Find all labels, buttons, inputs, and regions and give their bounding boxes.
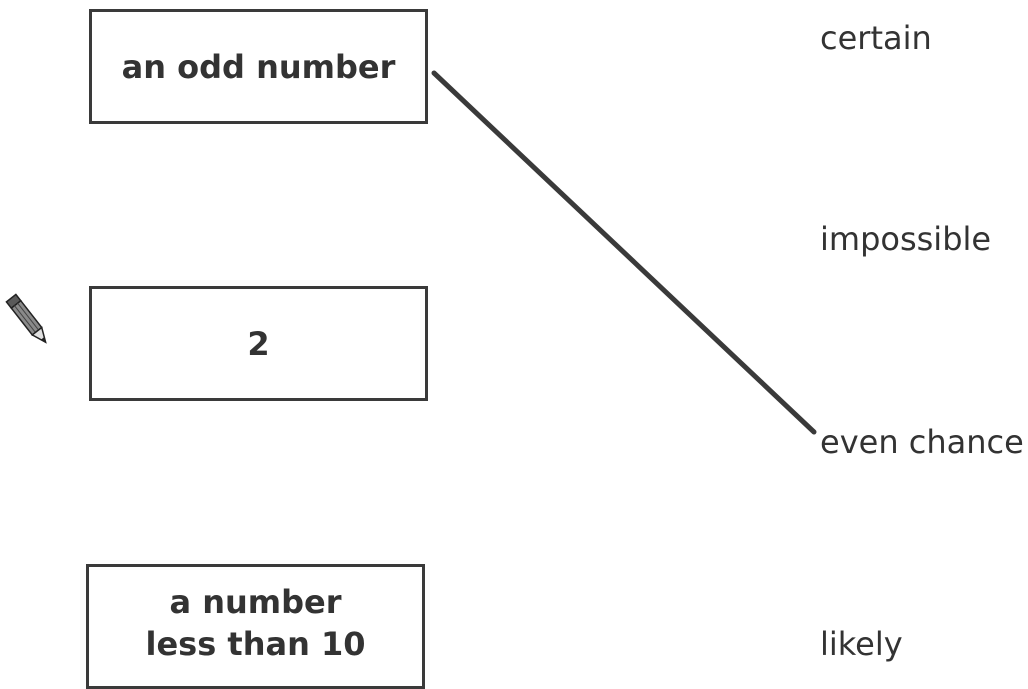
card-label: 2	[247, 324, 270, 363]
option-certain[interactable]: certain	[820, 19, 932, 57]
option-even-chance[interactable]: even chance	[820, 423, 1024, 461]
connection-line	[431, 70, 817, 435]
card-odd-number[interactable]: an odd number	[89, 9, 428, 124]
option-impossible[interactable]: impossible	[820, 220, 992, 258]
card-label-line-2: less than 10	[145, 625, 366, 663]
card-less-than-ten[interactable]: a number less than 10	[86, 564, 425, 689]
card-label-line-1: a number	[169, 583, 342, 621]
option-likely[interactable]: likely	[820, 625, 903, 663]
card-two[interactable]: 2	[89, 286, 428, 401]
card-label: an odd number	[121, 47, 396, 86]
card-label-group: a number less than 10	[145, 581, 365, 665]
pencil-icon[interactable]	[4, 290, 54, 352]
